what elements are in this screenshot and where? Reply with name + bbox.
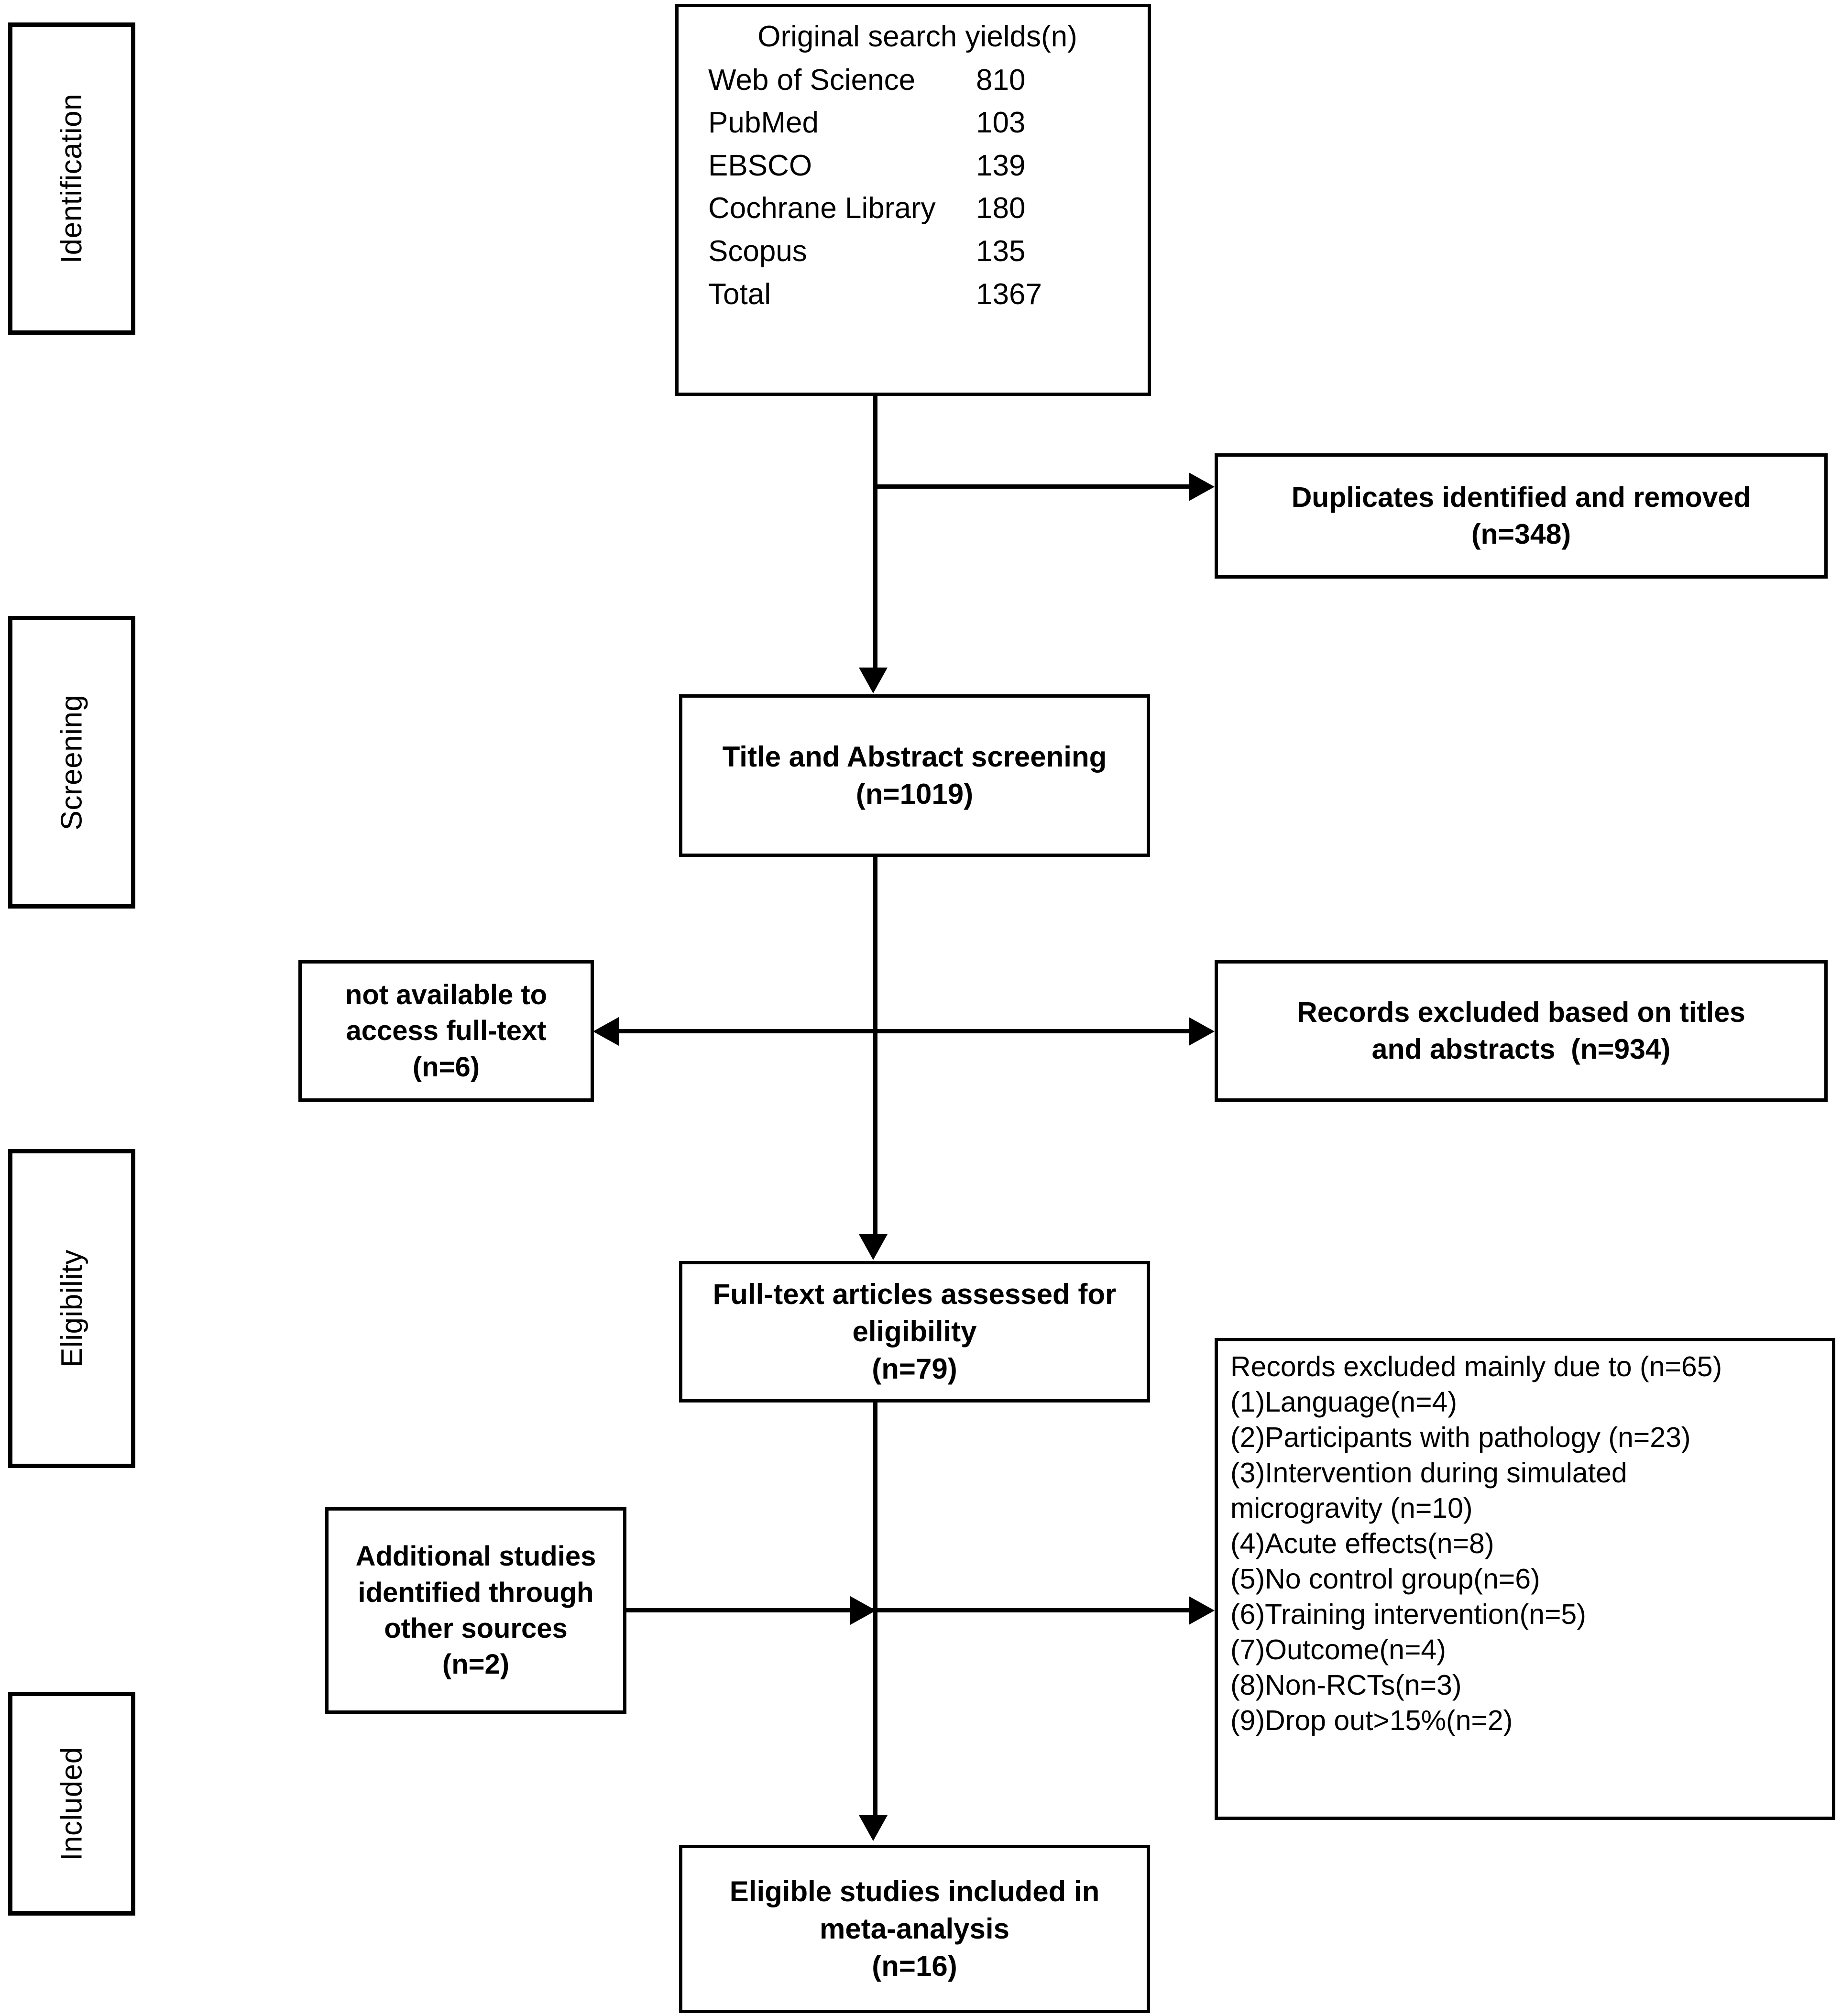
exclusion-item: (6)Training intervention(n=5) xyxy=(1230,1599,1586,1631)
exclusion-item: (7)Outcome(n=4) xyxy=(1230,1634,1446,1666)
exclusion-header: Records excluded mainly due to (n=65) xyxy=(1230,1351,1722,1382)
search-yields-row: Cochrane Library 180 xyxy=(708,189,1127,228)
duplicates-line-1: Duplicates identified and removed xyxy=(1291,482,1751,514)
fulltext-assessed-box: Full-text articles assessed for eligibil… xyxy=(679,1261,1150,1402)
fulltext-line-3: (n=79) xyxy=(872,1353,957,1385)
arrowhead-right-to-duplicates xyxy=(1189,472,1215,501)
stage-label-screening: Screening xyxy=(55,694,88,830)
excluded-titles-line-2: and abstracts (n=934) xyxy=(1371,1033,1671,1065)
exclusion-item: (8)Non-RCTs(n=3) xyxy=(1230,1669,1462,1701)
additional-line-1: Additional studies xyxy=(355,1541,596,1572)
final-line-2: meta-analysis xyxy=(820,1913,1009,1945)
stage-box-eligibility: Eligibility xyxy=(8,1149,135,1468)
connector-screening-to-fulltext xyxy=(873,856,877,1235)
search-yields-box: Original search yields(n) Web of Science… xyxy=(675,4,1151,396)
connector-to-duplicates xyxy=(873,484,1189,489)
exclusion-item: microgravity (n=10) xyxy=(1230,1492,1473,1524)
not-available-fulltext-box: not available to access full-text (n=6) xyxy=(298,960,594,1102)
arrowhead-left-to-not-available xyxy=(593,1017,619,1046)
search-yields-row: Scopus 135 xyxy=(708,232,1127,271)
arrowhead-down-to-final xyxy=(859,1815,888,1841)
search-source-label: Total xyxy=(708,277,771,311)
arrowhead-right-to-exclusion-reasons xyxy=(1189,1596,1215,1625)
stage-label-included: Included xyxy=(55,1746,88,1861)
search-source-label: Scopus xyxy=(708,234,807,268)
not-available-line-1: not available to xyxy=(345,979,548,1010)
additional-studies-box: Additional studies identified through ot… xyxy=(325,1507,626,1714)
screening-line-2: (n=1019) xyxy=(855,778,974,810)
stage-box-identification: Identification xyxy=(8,22,135,335)
search-source-label: PubMed xyxy=(708,106,819,140)
exclusion-item: (9)Drop out>15%(n=2) xyxy=(1230,1705,1513,1737)
connector-bidirectional-exclusions xyxy=(613,1029,1192,1033)
arrowhead-down-to-screening xyxy=(859,668,888,693)
additional-line-3: other sources xyxy=(384,1613,568,1644)
excluded-titles-line-1: Records excluded based on titles xyxy=(1297,997,1745,1029)
search-source-count: 103 xyxy=(976,106,1026,140)
stage-box-included: Included xyxy=(8,1692,135,1916)
arrowhead-right-to-excluded-titles xyxy=(1189,1017,1215,1046)
search-source-label: EBSCO xyxy=(708,149,812,182)
search-yields-row: Web of Science 810 xyxy=(708,61,1127,100)
final-line-3: (n=16) xyxy=(872,1950,957,1982)
search-source-count: 180 xyxy=(976,192,1026,225)
exclusion-item: (2)Participants with pathology (n=23) xyxy=(1230,1422,1691,1454)
search-yields-row: EBSCO 139 xyxy=(708,147,1127,186)
search-source-count: 139 xyxy=(976,149,1026,182)
not-available-line-2: access full-text xyxy=(346,1015,547,1047)
fulltext-line-1: Full-text articles assessed for xyxy=(713,1278,1117,1310)
search-yields-title: Original search yields(n) xyxy=(757,20,1077,53)
duplicates-line-2: (n=348) xyxy=(1471,518,1571,550)
final-included-box: Eligible studies included in meta-analys… xyxy=(679,1845,1150,2013)
connector-search-to-screening xyxy=(873,395,877,668)
screening-line-1: Title and Abstract screening xyxy=(722,741,1107,773)
title-abstract-screening-box: Title and Abstract screening (n=1019) xyxy=(679,694,1150,857)
exclusion-item: (1)Language(n=4) xyxy=(1230,1386,1457,1418)
exclusion-reasons-box: Records excluded mainly due to (n=65) (1… xyxy=(1215,1338,1835,1820)
duplicates-removed-box: Duplicates identified and removed (n=348… xyxy=(1215,453,1828,579)
search-yields-row: PubMed 103 xyxy=(708,104,1127,142)
not-available-line-3: (n=6) xyxy=(412,1051,480,1083)
final-line-1: Eligible studies included in xyxy=(729,1875,1100,1907)
stage-label-identification: Identification xyxy=(55,93,88,264)
search-source-count: 1367 xyxy=(976,277,1042,311)
stage-label-eligibility: Eligibility xyxy=(55,1249,88,1368)
exclusion-item: (5)No control group(n=6) xyxy=(1230,1563,1540,1595)
arrowhead-down-to-fulltext xyxy=(859,1234,888,1260)
records-excluded-titles-box: Records excluded based on titles and abs… xyxy=(1215,960,1828,1102)
search-source-count: 135 xyxy=(976,234,1026,268)
additional-line-2: identified through xyxy=(358,1577,594,1608)
exclusion-item: (3)Intervention during simulated xyxy=(1230,1457,1627,1489)
search-yields-row: Total 1367 xyxy=(708,275,1127,314)
search-source-count: 810 xyxy=(976,63,1026,97)
exclusion-item: (4)Acute effects(n=8) xyxy=(1230,1528,1494,1560)
connector-trunk-to-exclusion-reasons xyxy=(875,1608,1191,1612)
stage-box-screening: Screening xyxy=(8,616,135,909)
arrowhead-right-into-trunk xyxy=(850,1596,876,1625)
search-source-label: Web of Science xyxy=(708,63,916,97)
search-source-label: Cochrane Library xyxy=(708,192,936,225)
additional-line-4: (n=2) xyxy=(442,1649,510,1680)
connector-additional-to-trunk xyxy=(626,1608,875,1612)
fulltext-line-2: eligibility xyxy=(852,1315,977,1348)
